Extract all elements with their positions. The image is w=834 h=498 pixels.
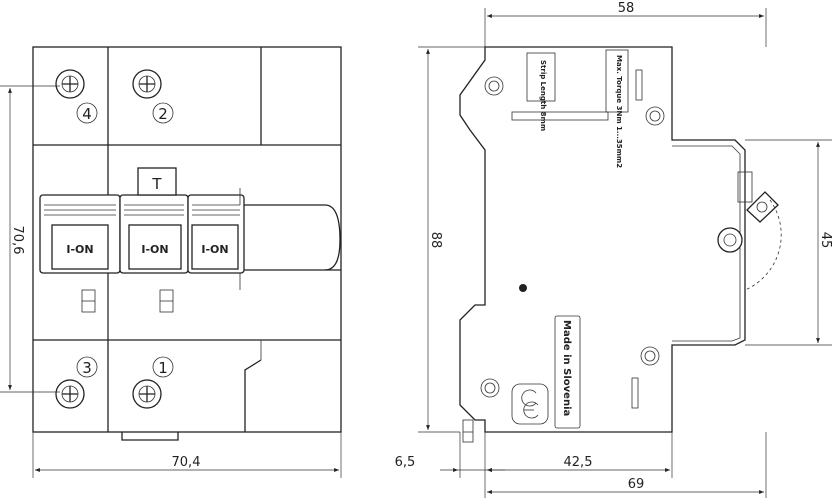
terminal-screw-2[interactable] <box>132 69 162 99</box>
rail-height-dimension: 45 <box>818 232 833 249</box>
front-height-dimension: 70,6 <box>10 226 25 255</box>
terminal-screw-3[interactable] <box>55 379 85 409</box>
torque-label: Max. Torque 3Nm 1...35mm2 <box>615 55 623 168</box>
switch-toggle-3[interactable]: I-ON <box>187 194 245 274</box>
strip-length-label-box <box>526 52 556 102</box>
switch-toggle-1[interactable]: I-ON <box>39 194 121 274</box>
side-body-outline <box>459 46 746 433</box>
test-button-label: T <box>151 175 162 193</box>
terminal-number: 2 <box>158 105 168 123</box>
terminal-screw-1[interactable] <box>132 379 162 409</box>
switch-label: I-ON <box>66 243 93 256</box>
side-height-dimension: 88 <box>428 232 443 249</box>
total-depth-dimension: 69 <box>628 477 645 492</box>
origin-label-box <box>554 315 581 429</box>
terminal-number: 3 <box>82 359 92 377</box>
front-body-outline <box>32 46 342 433</box>
front-width-dimension: 70,4 <box>172 455 201 470</box>
origin-label: Made in Slovenia <box>561 320 572 416</box>
side-lever[interactable] <box>717 171 782 291</box>
terminal-screw-4[interactable] <box>55 69 85 99</box>
ce-mark-icon <box>511 383 549 425</box>
test-button[interactable]: T <box>137 167 177 196</box>
offset-dimension: 6,5 <box>395 455 416 470</box>
front-view: I-ON I-ON I-ON T <box>0 46 342 478</box>
strip-length-label: Strip Length 8mm <box>539 60 547 131</box>
switch-toggle-2[interactable]: I-ON <box>119 194 189 274</box>
side-width-dimension: 58 <box>618 1 635 16</box>
depth-dimension: 42,5 <box>564 455 593 470</box>
side-view: Strip Length 8mm Max. Torque 3Nm 1...35m… <box>395 1 833 498</box>
terminal-number: 1 <box>158 359 168 377</box>
switch-label: I-ON <box>141 243 168 256</box>
switch-label: I-ON <box>201 243 228 256</box>
terminal-number: 4 <box>82 105 92 123</box>
torque-label-box <box>605 49 629 113</box>
